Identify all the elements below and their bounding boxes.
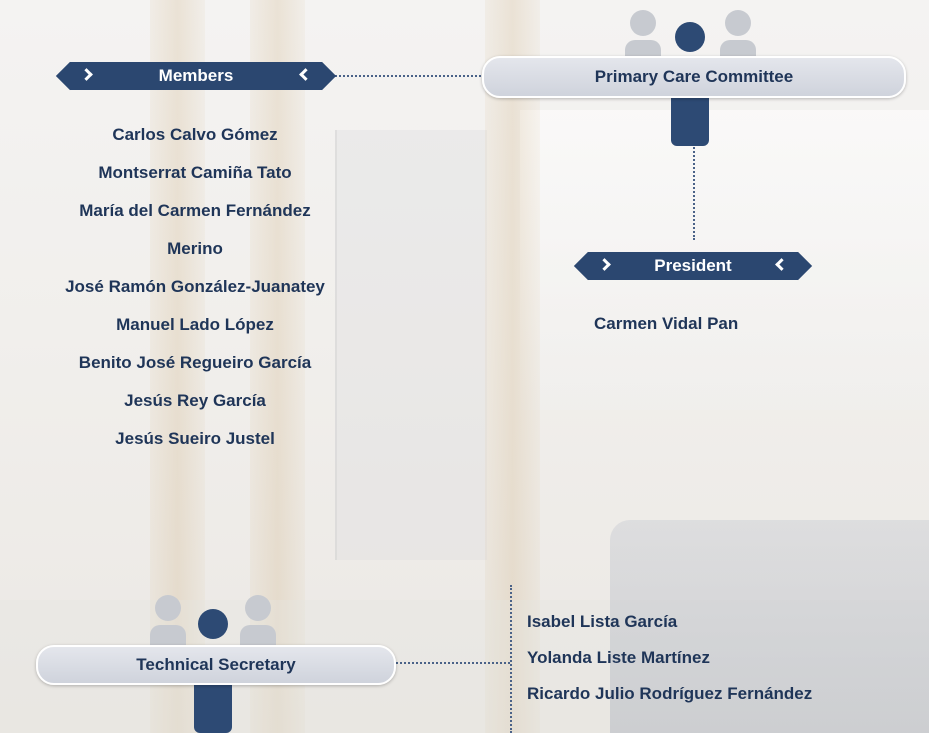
- background-pillar: [485, 0, 540, 733]
- member-name: José Ramón González-Juanatey: [65, 277, 325, 296]
- secretary-name: Isabel Lista García: [527, 612, 678, 631]
- committee-title: Primary Care Committee: [482, 56, 906, 98]
- technical-secretary-title: Technical Secretary: [36, 645, 396, 685]
- members-label: Members: [55, 61, 337, 91]
- chevron-right-icon: [80, 68, 93, 81]
- member-name: Jesús Rey García: [124, 391, 266, 410]
- connector-committee-president: [693, 140, 695, 240]
- secretary-name: Ricardo Julio Rodríguez Fernández: [527, 684, 813, 703]
- member-name: Manuel Lado López: [116, 315, 274, 334]
- member-name: Montserrat Camiña Tato: [98, 163, 292, 182]
- member-name: Carlos Calvo Gómez: [112, 125, 278, 144]
- president-label: President: [573, 251, 813, 281]
- connector-members-committee: [330, 75, 485, 77]
- member-name: Jesús Sueiro Justel: [115, 429, 275, 448]
- connector-secretary-vertical: [510, 585, 512, 733]
- president-name: Carmen Vidal Pan: [594, 314, 739, 333]
- members-label-text: Members: [158, 66, 234, 85]
- chevron-right-icon: [598, 258, 611, 271]
- members-list: Carlos Calvo Gómez Montserrat Camiña Tat…: [0, 116, 390, 458]
- member-name: Benito José Regueiro García: [78, 353, 312, 372]
- president-label-text: President: [654, 256, 732, 275]
- technical-secretary-title-text: Technical Secretary: [136, 655, 296, 674]
- technical-secretary-list: Isabel Lista García Yolanda Liste Martín…: [527, 604, 812, 712]
- background-sofa: [610, 520, 929, 733]
- background-door: [335, 130, 487, 560]
- member-name: María del Carmen Fernández: [79, 201, 311, 220]
- member-name: Merino: [167, 239, 223, 258]
- secretary-name: Yolanda Liste Martínez: [527, 648, 710, 667]
- connector-secretary-names: [392, 662, 510, 664]
- committee-title-text: Primary Care Committee: [594, 67, 794, 86]
